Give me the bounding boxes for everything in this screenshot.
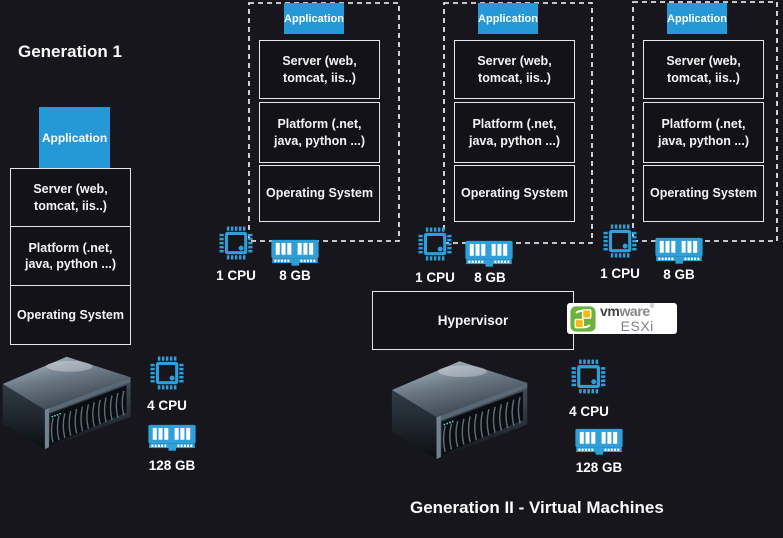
logo-brand-bold: vm xyxy=(600,302,620,319)
cpu-icon xyxy=(566,354,611,399)
vm2-application-box: Application xyxy=(478,3,538,34)
gen1-physical-server-image xyxy=(0,350,136,452)
vm2-layer-os: Operating System xyxy=(454,165,575,222)
esxi-mark-icon xyxy=(570,306,596,332)
generation1-title: Generation 1 xyxy=(18,42,122,61)
gen2-host-ram-label: 128 GB xyxy=(575,460,623,475)
vm1-layer-server: Server (web, tomcat, iis..) xyxy=(259,40,380,99)
cpu-icon xyxy=(145,351,189,395)
gen1-layer-server: Server (web, tomcat, iis..) xyxy=(10,168,131,227)
vm1-layer-platform: Platform (.net, java, python ...) xyxy=(259,102,380,163)
ram-icon xyxy=(654,237,704,265)
gen1-application-box: Application xyxy=(39,107,110,169)
ram-icon xyxy=(464,240,514,268)
vm3-layer-os: Operating System xyxy=(643,165,764,222)
ram-icon xyxy=(147,424,197,452)
cpu-icon xyxy=(598,219,642,263)
generation2-title: Generation II - Virtual Machines xyxy=(410,498,664,517)
vm2-layer-server: Server (web, tomcat, iis..) xyxy=(454,40,575,99)
vm1-ram-label: 8 GB xyxy=(279,268,311,283)
vm3-cpu-label: 1 CPU xyxy=(600,266,640,281)
gen1-cpu-label: 4 CPU xyxy=(147,398,187,413)
vmware-esxi-logo: vmware® ESXi xyxy=(567,303,677,334)
gen2-physical-server-image xyxy=(389,354,533,462)
vm3-boundary xyxy=(632,1,778,242)
cpu-icon xyxy=(413,222,457,266)
vm2-cpu-label: 1 CPU xyxy=(415,270,455,285)
gen1-layer-platform: Platform (.net, java, python ...) xyxy=(10,226,131,286)
hypervisor-box: Hypervisor xyxy=(372,291,574,350)
ram-icon xyxy=(270,239,320,267)
gen2-host-cpu-label: 4 CPU xyxy=(569,404,609,419)
logo-registered-mark: ® xyxy=(649,303,654,310)
vm2-layer-platform: Platform (.net, java, python ...) xyxy=(454,102,575,163)
ram-icon xyxy=(574,428,624,456)
vm3-application-box: Application xyxy=(667,3,727,34)
logo-brand-light: ware xyxy=(619,302,650,319)
vm1-application-box: Application xyxy=(284,3,344,34)
gen1-layer-os: Operating System xyxy=(10,285,131,345)
vm2-ram-label: 8 GB xyxy=(474,270,506,285)
vm1-layer-os: Operating System xyxy=(259,165,380,222)
vm1-cpu-label: 1 CPU xyxy=(216,268,256,283)
logo-product: ESXi xyxy=(620,317,654,334)
cpu-icon xyxy=(214,221,258,265)
vm3-layer-server: Server (web, tomcat, iis..) xyxy=(643,40,764,99)
gen1-ram-label: 128 GB xyxy=(148,458,196,473)
vm3-ram-label: 8 GB xyxy=(663,267,695,282)
vmware-esxi-logo-text: vmware® ESXi xyxy=(600,304,654,333)
vm3-layer-platform: Platform (.net, java, python ...) xyxy=(643,102,764,163)
